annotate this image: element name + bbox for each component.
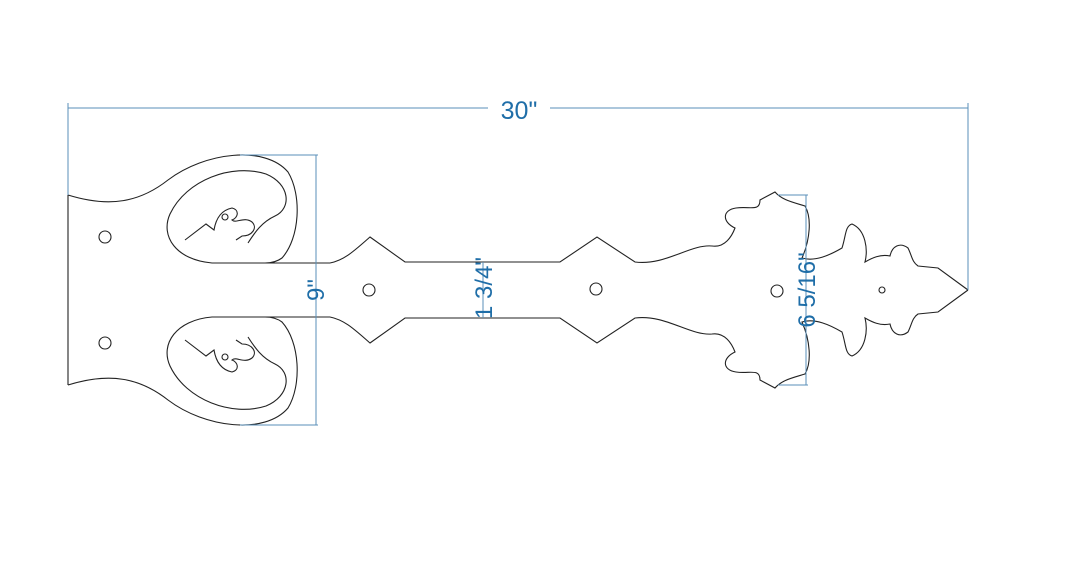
hinge-lower-half	[67, 289, 969, 426]
end-height-label: 9"	[303, 279, 330, 301]
dimension-strap-width: 1 3/4"	[471, 257, 498, 319]
screw-hole	[878, 286, 886, 294]
dimension-overall-length: 30"	[67, 94, 969, 290]
screw-hole	[98, 230, 112, 244]
overall-length-label: 30"	[501, 97, 538, 125]
screw-hole	[362, 283, 376, 297]
dimension-end-height: 9"	[240, 154, 330, 426]
upper-fleur-cutout	[184, 207, 255, 241]
hinge-upper-half	[67, 154, 969, 291]
upper-lobe-inner	[166, 170, 330, 264]
screw-hole	[98, 336, 112, 350]
screw-hole	[589, 282, 603, 296]
strap-width-label: 1 3/4"	[471, 257, 498, 319]
upper-lobe-outer	[67, 154, 298, 264]
fleur-height-label: 6 5/16"	[794, 252, 821, 327]
upper-neck-edge	[329, 191, 969, 291]
hinge-outline	[67, 154, 969, 426]
screw-hole	[221, 213, 229, 221]
screw-hole	[770, 284, 784, 298]
screw-hole	[221, 353, 229, 361]
dimension-fleur-height: 6 5/16"	[778, 194, 821, 386]
